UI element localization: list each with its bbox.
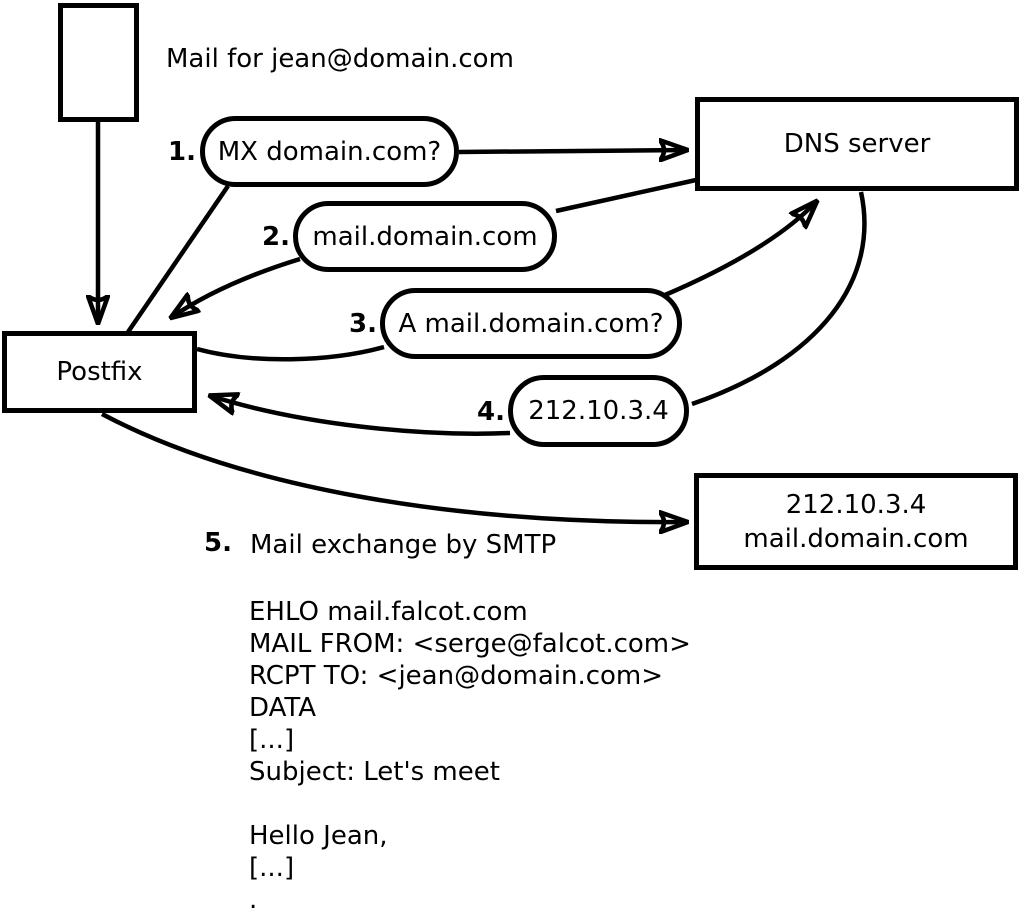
step5-number: 5. bbox=[204, 528, 232, 558]
step4-answer-label: 212.10.3.4 bbox=[528, 396, 669, 426]
mail-server-node: 212.10.3.4 mail.domain.com bbox=[694, 473, 1018, 570]
postfix-label: Postfix bbox=[56, 357, 143, 387]
dns-server-node: DNS server bbox=[695, 97, 1019, 191]
incoming-mail-caption: Mail for jean@domain.com bbox=[166, 44, 514, 74]
arrow-answer2-to-postfix bbox=[172, 256, 301, 317]
arrow-query1-to-dns bbox=[458, 150, 686, 152]
dns-server-label: DNS server bbox=[783, 129, 931, 159]
step2-number: 2. bbox=[262, 222, 290, 252]
arrow-answer4-to-postfix bbox=[211, 396, 511, 436]
step3-number: 3. bbox=[349, 309, 377, 339]
mail-server-ip: 212.10.3.4 bbox=[785, 489, 927, 520]
step4-number: 4. bbox=[477, 397, 505, 427]
postfix-node: Postfix bbox=[2, 331, 197, 413]
step4-answer-pill: 212.10.3.4 bbox=[508, 375, 689, 447]
step2-answer-label: mail.domain.com bbox=[312, 221, 538, 252]
line-postfix-to-query1 bbox=[126, 184, 230, 334]
step1-query-label: MX domain.com? bbox=[217, 136, 442, 167]
line-dns-to-answer4 bbox=[691, 191, 867, 407]
step2-answer-pill: mail.domain.com bbox=[293, 201, 557, 272]
mail-server-hostname: mail.domain.com bbox=[743, 523, 969, 554]
mail-envelope-shape bbox=[58, 3, 139, 122]
arrow-query3-to-dns bbox=[664, 202, 816, 298]
line-dns-to-answer2 bbox=[555, 177, 697, 214]
step1-query-pill: MX domain.com? bbox=[200, 116, 459, 187]
step5-label: Mail exchange by SMTP bbox=[250, 530, 557, 560]
arrow-smtp-to-mailserver bbox=[100, 412, 686, 522]
step1-number: 1. bbox=[168, 137, 196, 167]
step3-query-pill: A mail.domain.com? bbox=[380, 288, 682, 359]
smtp-session-transcript: EHLO mail.falcot.com MAIL FROM: <serge@f… bbox=[249, 597, 691, 915]
line-postfix-to-query3 bbox=[196, 344, 385, 362]
step3-query-label: A mail.domain.com? bbox=[398, 308, 664, 339]
